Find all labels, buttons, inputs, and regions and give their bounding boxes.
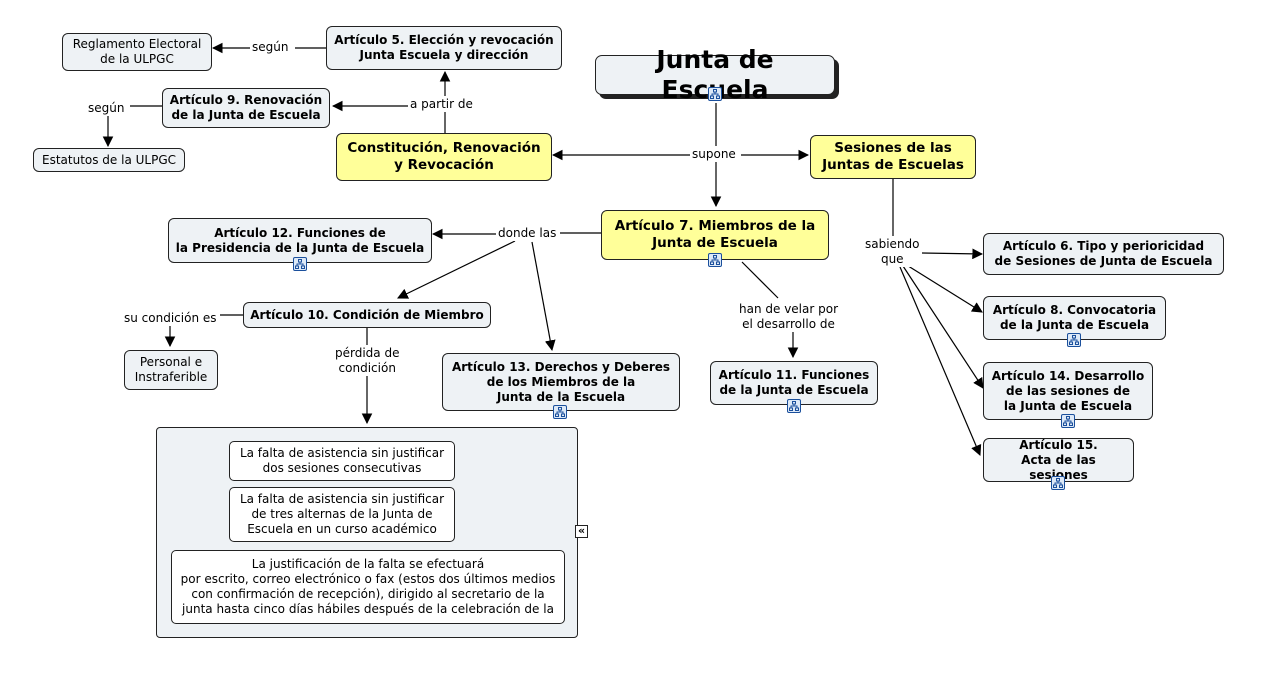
submap-icon[interactable] [293, 257, 307, 271]
link-label-donde-las: donde las [496, 226, 559, 241]
link-label-sabiendo-que: sabiendo que [863, 237, 922, 267]
articulo-13-node[interactable]: Artículo 13. Derechos y Deberes de los M… [442, 353, 680, 411]
articulo-12-text: Artículo 12. Funciones de la Presidencia… [175, 225, 425, 255]
articulo-14-node[interactable]: Artículo 14. Desarrollo de las sesiones … [983, 362, 1153, 420]
articulo-7-node[interactable]: Artículo 7. Miembros de la Junta de Escu… [601, 210, 829, 260]
container-item-text: La justificación de la falta se efectuar… [180, 557, 556, 616]
container-item-text: La falta de asistencia sin justificar do… [239, 446, 445, 475]
submap-icon[interactable] [553, 405, 567, 419]
link-label-perdida-de-condicion: pérdida de condición [333, 346, 402, 376]
link-label-segun: según [86, 101, 127, 116]
estatutos-node[interactable]: Estatutos de la ULPGC [33, 148, 185, 172]
container-item[interactable]: La justificación de la falta se efectuar… [171, 550, 565, 624]
articulo-8-node[interactable]: Artículo 8. Convocatoria de la Junta de … [983, 296, 1166, 340]
articulo-9-text: Artículo 9. Renovación de la Junta de Es… [169, 93, 323, 122]
submap-icon[interactable] [1067, 333, 1081, 347]
articulo-10-text: Artículo 10. Condición de Miembro [250, 307, 484, 322]
submap-icon[interactable] [708, 253, 722, 267]
articulo-9-node[interactable]: Artículo 9. Renovación de la Junta de Es… [162, 88, 330, 128]
submap-icon[interactable] [1051, 476, 1065, 490]
collapse-chevrons-icon[interactable]: « [575, 525, 588, 538]
link-label-supone: supone [690, 147, 738, 162]
articulo-5-text: Artículo 5. Elección y revocación Junta … [334, 33, 554, 62]
reglamento-node[interactable]: Reglamento Electoral de la ULPGC [62, 33, 212, 71]
submap-icon[interactable] [1061, 414, 1075, 428]
sesiones-node[interactable]: Sesiones de las Juntas de Escuelas [810, 135, 976, 179]
constitucion-text: Constitución, Renovación y Revocación [347, 140, 541, 173]
reglamento-text: Reglamento Electoral de la ULPGC [72, 37, 202, 66]
articulo-11-text: Artículo 11. Funciones de la Junta de Es… [718, 368, 870, 397]
submap-icon[interactable] [708, 87, 722, 101]
estatutos-text: Estatutos de la ULPGC [41, 152, 176, 167]
articulo-5-node[interactable]: Artículo 5. Elección y revocación Junta … [326, 26, 562, 70]
articulo-15-text: Artículo 15. Acta de las sesiones [1019, 437, 1098, 482]
container-item[interactable]: La falta de asistencia sin justificar de… [229, 487, 455, 542]
link-label-a-partir-de: a partir de [408, 97, 475, 112]
personal-node[interactable]: Personal e Instraferible [124, 350, 218, 390]
link-label-segun: según [250, 40, 291, 55]
sesiones-text: Sesiones de las Juntas de Escuelas [822, 140, 964, 173]
perdida-condicion-container[interactable]: La falta de asistencia sin justificar do… [156, 427, 578, 638]
articulo-10-node[interactable]: Artículo 10. Condición de Miembro [243, 302, 491, 328]
articulo-13-text: Artículo 13. Derechos y Deberes de los M… [451, 359, 671, 404]
articulo-7-text: Artículo 7. Miembros de la Junta de Escu… [614, 218, 816, 251]
link-label-han-de-velar: han de velar por el desarrollo de [737, 302, 841, 332]
personal-text: Personal e Instraferible [134, 355, 208, 384]
articulo-12-node[interactable]: Artículo 12. Funciones de la Presidencia… [168, 218, 432, 263]
container-item[interactable]: La falta de asistencia sin justificar do… [229, 441, 455, 481]
link-label-su-condicion-es: su condición es [122, 311, 219, 326]
articulo-15-node[interactable]: Artículo 15. Acta de las sesiones [983, 438, 1134, 482]
articulo-8-text: Artículo 8. Convocatoria de la Junta de … [992, 303, 1157, 332]
articulo-6-text: Artículo 6. Tipo y perioricidad de Sesio… [994, 239, 1213, 268]
articulo-6-node[interactable]: Artículo 6. Tipo y perioricidad de Sesio… [983, 233, 1224, 275]
articulo-14-text: Artículo 14. Desarrollo de las sesiones … [991, 368, 1145, 413]
submap-icon[interactable] [787, 399, 801, 413]
container-item-text: La falta de asistencia sin justificar de… [239, 492, 445, 536]
constitucion-node[interactable]: Constitución, Renovación y Revocación [336, 133, 552, 181]
